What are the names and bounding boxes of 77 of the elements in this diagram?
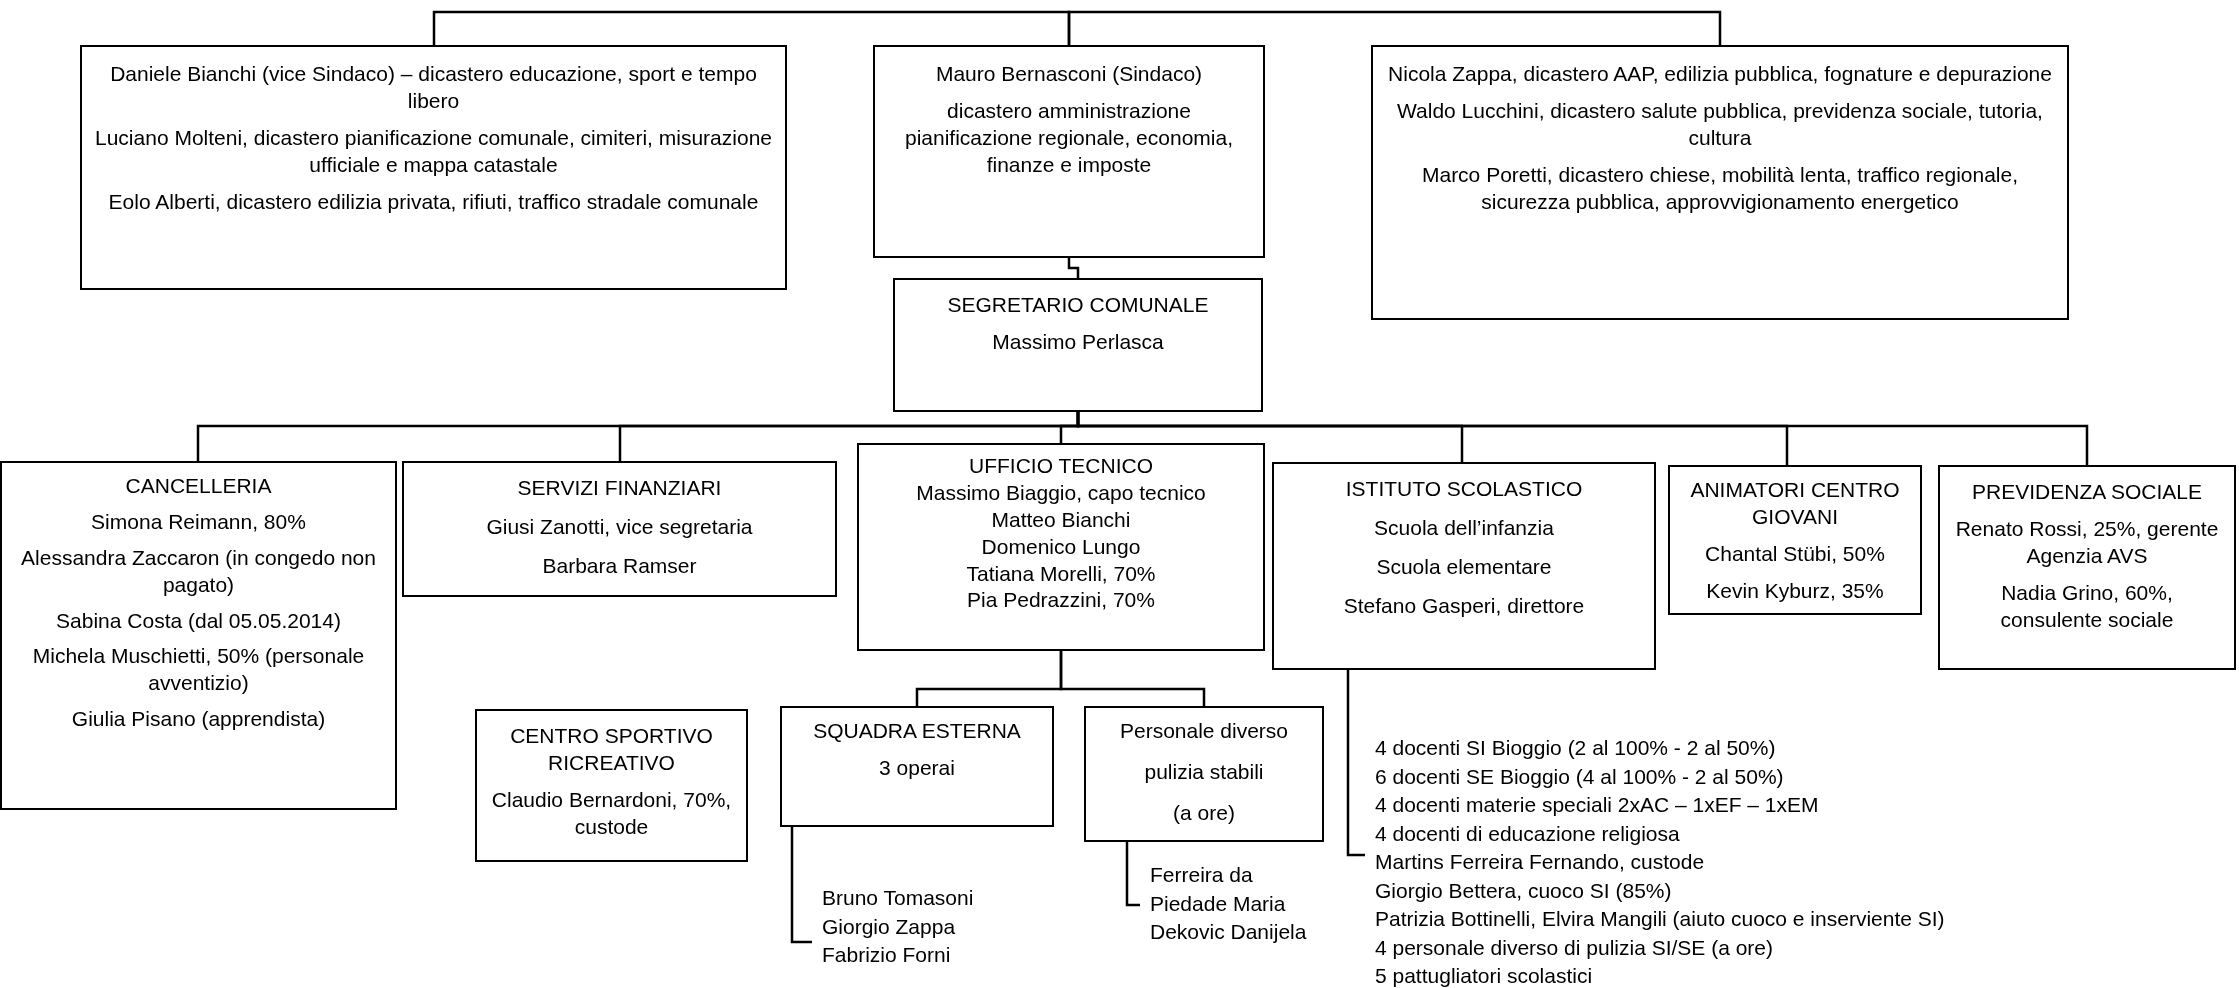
staff-name: Giorgio Bettera, cuoco SI (85%) [1375, 877, 1673, 904]
org-box [857, 443, 1265, 651]
connector-line [1059, 651, 1206, 706]
org-box [402, 461, 837, 597]
staff-name: Martins Ferreira Fernando, custode [1375, 849, 1706, 876]
box-text: Massimo Biaggio, capo tecnico [915, 479, 1207, 506]
staff-name: 4 docenti SI Bioggio (2 al 100% - 2 al 50%) [1375, 735, 1777, 761]
box-text: Giulia Pisano (apprendista) [70, 706, 327, 733]
box-text: Chantal Stübi, 50% [1704, 540, 1886, 567]
box-text: dicastero amministrazione pianificazione regionale, economia, finanze e imposte [903, 97, 1234, 178]
staff-name: 6 docenti SE Bioggio (4 al 100% - 2 al 50%) [1375, 763, 1785, 790]
box-heading: SQUADRA ESTERNA [812, 718, 1022, 744]
staff-name: Bruno Tomasoni [822, 885, 975, 911]
staff-name: 4 personale diverso di pulizia SI/SE (a ore) [1375, 934, 1775, 961]
box-text: Luciano Molteni, dicastero pianificazione comunale, cimiteri, misurazione ufficiale e mappa catastale [94, 124, 773, 178]
box-text: Giusi Zanotti, vice segretaria [485, 513, 754, 540]
box-heading: SERVIZI FINANZIARI [516, 475, 723, 501]
staff-name: Dekovic Danijela [1150, 919, 1308, 946]
org-box [1371, 45, 2069, 320]
box-heading: SEGRETARIO COMUNALE [946, 292, 1210, 318]
box-heading: UFFICIO TECNICO [968, 453, 1154, 479]
box-text: Marco Poretti, dicastero chiese, mobilità lenta, traffico regionale, sicurezza pubblica, approvvigionamento energetico [1420, 161, 2020, 215]
box-heading: CANCELLERIA [124, 473, 273, 499]
box-text: Scuola dell’infanzia [1373, 514, 1555, 541]
box-text: Nicola Zappa, dicastero AAP, edilizia pubblica, fognature e depurazione [1387, 61, 2053, 87]
box-text: Sabina Costa (dal 05.05.2014) [55, 607, 342, 634]
box-heading: PREVIDENZA SOCIALE [1971, 479, 2203, 505]
connector-line [1125, 842, 1140, 907]
box-text: Massimo Perlasca [991, 328, 1165, 355]
org-box [0, 461, 397, 810]
box-text: Michela Muschietti, 50% (personale avventizio) [31, 643, 366, 697]
box-heading: ANIMATORI CENTRO GIOVANI [1689, 477, 1901, 530]
box-heading: ISTITUTO SCOLASTICO [1344, 476, 1584, 502]
box-text: 3 operai [878, 754, 956, 781]
connector-line [1076, 412, 2089, 465]
box-text: (a ore) [1172, 799, 1236, 826]
staff-name: Fabrizio Forni [822, 942, 952, 969]
org-box [1668, 465, 1922, 615]
org-box [1938, 465, 2236, 670]
staff-name: Ferreira da Piedade Maria [1150, 862, 1287, 917]
staff-name: 4 docenti materie speciali 2xAC – 1xEF – 1xEM [1375, 792, 1820, 819]
connector-line [1067, 10, 1722, 45]
box-text: Kevin Kyburz, 35% [1705, 577, 1885, 604]
org-box [1272, 462, 1656, 670]
box-text: Pia Pedrazzini, 70% [966, 587, 1156, 614]
box-text: Personale diverso [1118, 718, 1290, 744]
staff-name: 5 pattugliatori scolastici [1375, 963, 1594, 988]
box-text: Claudio Bernardoni, 70%, custode [490, 786, 733, 840]
org-box [475, 709, 748, 862]
box-text: Mauro Bernasconi (Sindaco) [934, 61, 1204, 87]
box-text: Domenico Lungo [980, 533, 1142, 560]
staff-name: Giorgio Zappa [822, 913, 957, 940]
org-box [893, 278, 1263, 412]
box-text: Alessandra Zaccaron (in congedo non pagato) [20, 544, 377, 598]
box-text: Simona Reimann, 80% [90, 508, 307, 535]
org-box [1084, 706, 1324, 842]
connector-line [432, 10, 1071, 45]
org-box [80, 45, 787, 290]
box-text: Nadia Grino, 60%, consulente sociale [1999, 579, 2175, 633]
org-box [780, 706, 1054, 827]
connector-line [1346, 670, 1365, 857]
box-text: Renato Rossi, 25%, gerente Agenzia AVS [1954, 515, 2220, 569]
org-box [873, 45, 1265, 258]
box-text: Eolo Alberti, dicastero edilizia privata, rifiuti, traffico stradale comunale [107, 188, 760, 215]
box-text: Scuola elementare [1375, 553, 1553, 580]
box-text: Daniele Bianchi (vice Sindaco) – dicastero educazione, sport e tempo libero [109, 61, 758, 114]
box-heading: CENTRO SPORTIVO RICREATIVO [509, 723, 714, 776]
box-text: Barbara Ramser [541, 552, 698, 579]
box-text: pulizia stabili [1143, 758, 1265, 785]
box-text: Waldo Lucchini, dicastero salute pubblica, previdenza sociale, tutoria, cultura [1396, 97, 2044, 151]
staff-name: Patrizia Bottinelli, Elvira Mangili (aiuto cuoco e inserviente SI) [1375, 906, 1946, 933]
box-text: Matteo Bianchi [990, 506, 1132, 533]
box-text: Tatiana Morelli, 70% [965, 560, 1157, 587]
connector-line [1067, 258, 1080, 278]
box-text: Stefano Gasperi, direttore [1342, 592, 1586, 619]
connector-line [790, 827, 812, 944]
staff-name: 4 docenti di educazione religiosa [1375, 820, 1681, 847]
